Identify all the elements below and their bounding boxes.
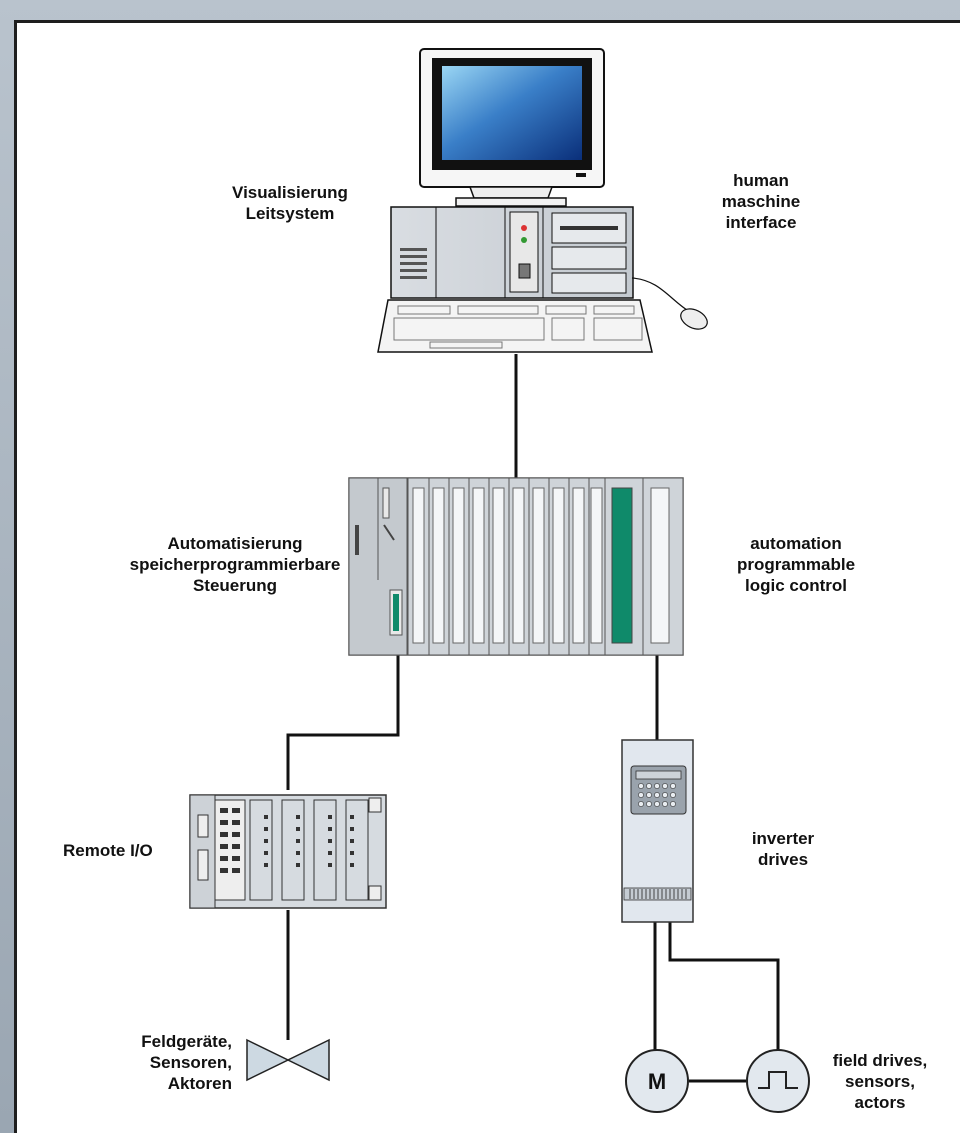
- monitor-icon: [419, 48, 605, 207]
- line-inverter-to-sensor: [668, 922, 780, 1050]
- label-remote-io: Remote I/O: [63, 841, 153, 860]
- plc-rack-icon: [348, 477, 684, 656]
- label-automatisierung: Automatisierung speicherprogrammierbare …: [129, 534, 341, 595]
- connection-lines: [286, 354, 780, 1083]
- line-plc-to-remote-io: [286, 655, 400, 790]
- monitor-screen: [442, 66, 582, 160]
- label-feldgeraete: Feldgeräte, Sensoren, Aktoren: [141, 1032, 232, 1093]
- keyboard-icon: [377, 277, 708, 353]
- pc-tower-icon: [390, 206, 634, 299]
- label-human-machine-interface: human maschine interface: [721, 171, 801, 232]
- valve-icon: [246, 1038, 330, 1082]
- mouse-icon: [680, 308, 708, 330]
- pulse-sensor-icon: [746, 1049, 810, 1113]
- label-visualisierung: Visualisierung Leitsystem: [232, 183, 348, 223]
- label-field-drives: field drives, sensors, actors: [832, 1051, 928, 1112]
- label-automation-plc: automation programmable logic control: [736, 534, 856, 595]
- remote-io-icon: [189, 794, 387, 909]
- label-inverter-drives: inverter drives: [751, 829, 815, 869]
- plc-green-module: [611, 487, 633, 644]
- inverter-drive-icon: [621, 739, 694, 923]
- motor-icon: [625, 1049, 689, 1113]
- motor-symbol-label: M: [648, 1069, 666, 1094]
